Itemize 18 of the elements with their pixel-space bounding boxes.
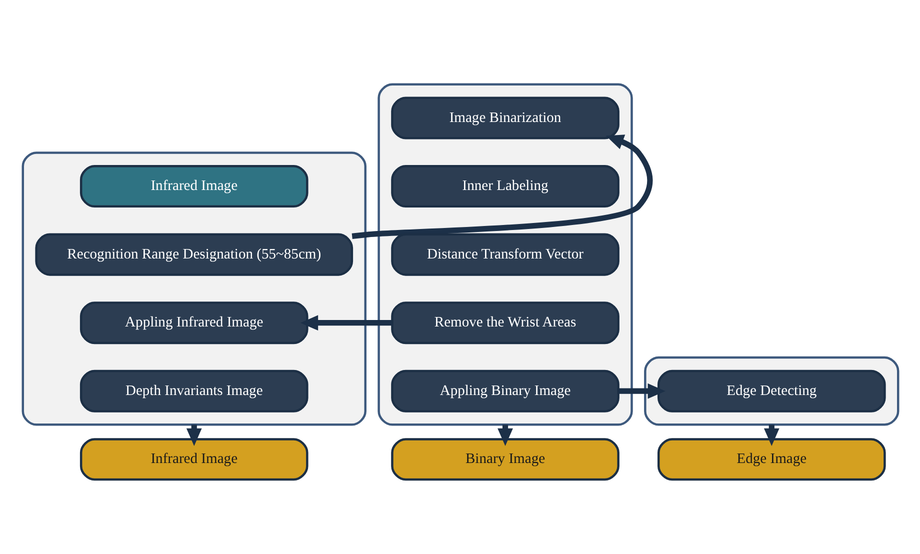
cluster: [21, 151, 366, 426]
node-box: Binary Image: [390, 438, 619, 480]
cluster: [644, 356, 899, 426]
node-box: Infrared Image: [79, 164, 308, 208]
node-box: Recognition Range Designation (55~85cm): [34, 232, 353, 276]
arrow: [618, 382, 665, 398]
node-box: Remove the Wrist Areas: [390, 301, 619, 344]
arrow: [300, 314, 392, 330]
node-box: Appling Binary Image: [390, 369, 619, 412]
node-box: Depth Invariants Image: [79, 369, 308, 412]
node-box: Inner Labeling: [390, 164, 619, 208]
node-box: Distance Transform Vector: [390, 232, 619, 276]
node-box: Appling Infrared Image: [79, 301, 308, 344]
cluster: [377, 82, 632, 426]
node-box: Infrared Image: [79, 438, 308, 480]
node-box: Edge Image: [656, 438, 886, 480]
node-box: Image Binarization: [390, 96, 619, 139]
node-box: Edge Detecting: [656, 369, 886, 412]
